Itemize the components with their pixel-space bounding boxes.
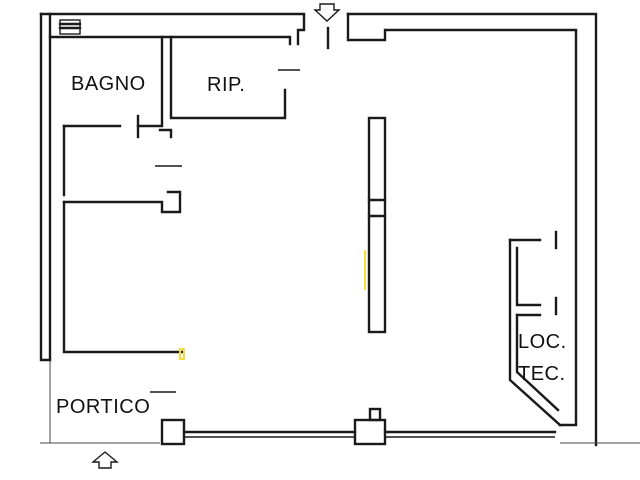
loc-tec-walls (508, 230, 562, 427)
room-label-portico: PORTICO (56, 396, 150, 418)
room-label-ripostiglio: RIP. (207, 74, 245, 96)
corridor-walls (62, 190, 185, 360)
room-label-loc-tec-line1: LOC. (518, 331, 567, 353)
outer-walls (39, 12, 640, 447)
bagno-walls (62, 35, 300, 197)
room-label-loc-tec-line2: TEC. (518, 363, 566, 385)
central-wall (364, 116, 387, 334)
arrow-up-icon (91, 451, 119, 469)
arrow-down-icon (313, 3, 341, 22)
front-facade (150, 391, 557, 446)
room-label-bagno: BAGNO (71, 73, 146, 95)
window-top-left (58, 19, 82, 35)
